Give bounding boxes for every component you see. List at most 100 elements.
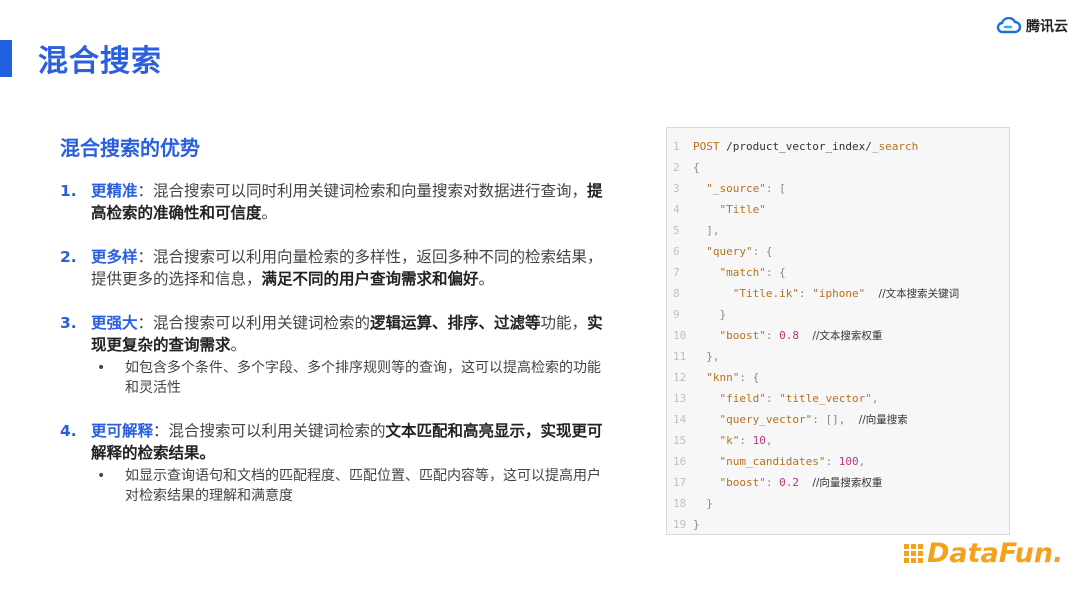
advantage-text: 更精准：混合搜索可以同时利用关键词检索和向量搜索对数据进行查询，提高检索的准确性… bbox=[91, 180, 610, 224]
code-token: : bbox=[765, 476, 780, 489]
code-token: "k" bbox=[693, 434, 740, 447]
code-token: "query" bbox=[693, 245, 753, 258]
advantage-heading: 更可解释 bbox=[91, 422, 154, 440]
advantage-item: 2. 更多样：混合搜索可以利用向量检索的多样性，返回多种不同的检索结果，提供更多的… bbox=[60, 246, 610, 290]
advantage-body: 更多样：混合搜索可以利用向量检索的多样性，返回多种不同的检索结果，提供更多的选择… bbox=[91, 246, 610, 290]
code-text: "num_candidates": 100, bbox=[693, 451, 865, 472]
advantage-text-segment: 文本匹配和高亮显示，实现更可解释的检索结果。 bbox=[91, 422, 603, 462]
code-token: : { bbox=[739, 371, 760, 384]
sub-bullet-text: 如显示查询语句和文档的匹配程度、匹配位置、匹配内容等，这可以提高用户对检索结果的… bbox=[125, 468, 601, 504]
sub-bullet-text: 如包含多个条件、多个字段、多个排序规则等的查询，这可以提高检索的功能和灵活性 bbox=[125, 360, 601, 396]
code-token: : bbox=[765, 392, 780, 405]
line-number: 10 bbox=[673, 329, 687, 342]
datafun-logo: DataFun. bbox=[904, 538, 1063, 569]
page-title: 混合搜索 bbox=[38, 44, 162, 79]
code-text: } bbox=[693, 304, 726, 325]
code-text: "boost": 0.2 //向量搜索权重 bbox=[693, 472, 882, 493]
line-number: 11 bbox=[673, 350, 687, 363]
code-text: "Title" bbox=[693, 199, 766, 220]
advantage-number: 3. bbox=[60, 314, 77, 332]
code-token: "title_vector" bbox=[779, 392, 872, 405]
advantage-number: 2. bbox=[60, 248, 77, 266]
code-token: 0.2 bbox=[779, 476, 799, 489]
line-number: 16 bbox=[673, 455, 687, 468]
code-text: "k": 10, bbox=[693, 430, 772, 451]
datafun-dots-icon bbox=[904, 544, 923, 563]
advantage-item: 1.更精准：混合搜索可以同时利用关键词检索和向量搜索对数据进行查询，提高检索的准… bbox=[60, 180, 610, 224]
advantage-text: 更可解释：混合搜索可以利用关键词检索的文本匹配和高亮显示，实现更可解释的检索结果… bbox=[91, 420, 610, 464]
code-token: : bbox=[798, 287, 813, 300]
code-text: "field": "title_vector", bbox=[693, 388, 878, 409]
line-number: 18 bbox=[673, 497, 687, 510]
advantage-body: 更强大：混合搜索可以利用关键词检索的逻辑运算、排序、过滤等功能，实现更复杂的查询… bbox=[91, 312, 610, 398]
bullet-icon: • bbox=[97, 360, 106, 376]
advantage-text-segment: 实现更复杂的查询需求 bbox=[91, 314, 603, 354]
title-accent-bar bbox=[0, 40, 12, 77]
code-token: "field" bbox=[693, 392, 766, 405]
code-token: : [], bbox=[812, 413, 846, 426]
advantage-heading: 更强大 bbox=[91, 314, 138, 332]
advantage-text-segment: ：混合搜索可以利用关键词检索的 bbox=[153, 422, 386, 440]
code-line: 8 "Title.ik": "iphone" //文本搜索关键词 bbox=[667, 283, 1009, 304]
section-title: 混合搜索的优势 bbox=[60, 136, 200, 160]
code-token: } bbox=[693, 308, 727, 321]
code-text: "match": { bbox=[693, 262, 785, 283]
advantage-text: 更强大：混合搜索可以利用关键词检索的逻辑运算、排序、过滤等功能，实现更复杂的查询… bbox=[91, 312, 610, 356]
code-line: 16 "num_candidates": 100, bbox=[667, 451, 1009, 472]
line-number: 3 bbox=[673, 182, 680, 195]
line-number: 9 bbox=[673, 308, 680, 321]
advantages-list: 1.更精准：混合搜索可以同时利用关键词检索和向量搜索对数据进行查询，提高检索的准… bbox=[60, 180, 610, 528]
line-number: 13 bbox=[673, 392, 687, 405]
code-token: : bbox=[825, 455, 839, 468]
line-number: 7 bbox=[673, 266, 680, 279]
sub-bullet-item: • 如包含多个条件、多个字段、多个排序规则等的查询，这可以提高检索的功能和灵活性 bbox=[91, 358, 610, 398]
line-number: 19 bbox=[673, 518, 687, 531]
code-token: "iphone" bbox=[812, 287, 866, 300]
code-token: "num_candidates" bbox=[693, 455, 826, 468]
code-line: 6 "query": { bbox=[667, 241, 1009, 262]
brand-logo: 腾讯云 bbox=[996, 16, 1068, 36]
advantage-text-segment: 。 bbox=[230, 336, 247, 354]
advantage-number: 4. bbox=[60, 422, 77, 440]
code-token: 10 bbox=[752, 434, 766, 447]
code-comment: //文本搜索权重 bbox=[798, 330, 883, 342]
advantage-text: 更多样：混合搜索可以利用向量检索的多样性，返回多种不同的检索结果，提供更多的选择… bbox=[91, 246, 610, 290]
code-line: 18 } bbox=[667, 493, 1009, 514]
line-number: 17 bbox=[673, 476, 687, 489]
code-line: 3 "_source": [ bbox=[667, 178, 1009, 199]
code-line: 2{ bbox=[667, 157, 1009, 178]
code-text: { bbox=[693, 157, 700, 178]
code-token: ], bbox=[693, 224, 720, 237]
code-text: } bbox=[693, 493, 713, 514]
advantage-item: 4. 更可解释：混合搜索可以利用关键词检索的文本匹配和高亮显示，实现更可解释的检索… bbox=[60, 420, 610, 506]
code-token: : { bbox=[752, 245, 773, 258]
code-text: ], bbox=[693, 220, 720, 241]
line-number: 6 bbox=[673, 245, 680, 258]
line-number: 8 bbox=[673, 287, 680, 300]
code-token: 0.8 bbox=[779, 329, 799, 342]
code-line: 5 ], bbox=[667, 220, 1009, 241]
code-text: }, bbox=[693, 346, 719, 367]
advantage-text-segment: 功能， bbox=[540, 314, 588, 332]
advantage-heading: 更多样 bbox=[91, 248, 138, 266]
code-line: 13 "field": "title_vector", bbox=[667, 388, 1009, 409]
advantage-text-segment: 提高检索的准确性和可信度 bbox=[91, 182, 603, 222]
advantage-text-segment: ：混合搜索可以利用关键词检索的 bbox=[137, 314, 371, 332]
line-number: 1 bbox=[673, 140, 680, 153]
code-token: , bbox=[871, 392, 879, 405]
line-number: 14 bbox=[673, 413, 687, 426]
code-token: : [ bbox=[765, 182, 786, 195]
code-line: 7 "match": { bbox=[667, 262, 1009, 283]
line-number: 2 bbox=[673, 161, 680, 174]
code-token: 100 bbox=[838, 455, 859, 468]
sub-bullet-item: • 如显示查询语句和文档的匹配程度、匹配位置、匹配内容等，这可以提高用户对检索结果… bbox=[91, 466, 610, 506]
line-number: 12 bbox=[673, 371, 687, 384]
advantage-body: 更可解释：混合搜索可以利用关键词检索的文本匹配和高亮显示，实现更可解释的检索结果… bbox=[91, 420, 610, 506]
advantage-body: 更精准：混合搜索可以同时利用关键词检索和向量搜索对数据进行查询，提高检索的准确性… bbox=[91, 180, 610, 224]
line-number: 5 bbox=[673, 224, 680, 237]
code-token: : bbox=[765, 329, 780, 342]
code-line: 17 "boost": 0.2 //向量搜索权重 bbox=[667, 472, 1009, 493]
bullet-icon: • bbox=[97, 468, 106, 484]
code-token: "Title" bbox=[693, 203, 766, 216]
